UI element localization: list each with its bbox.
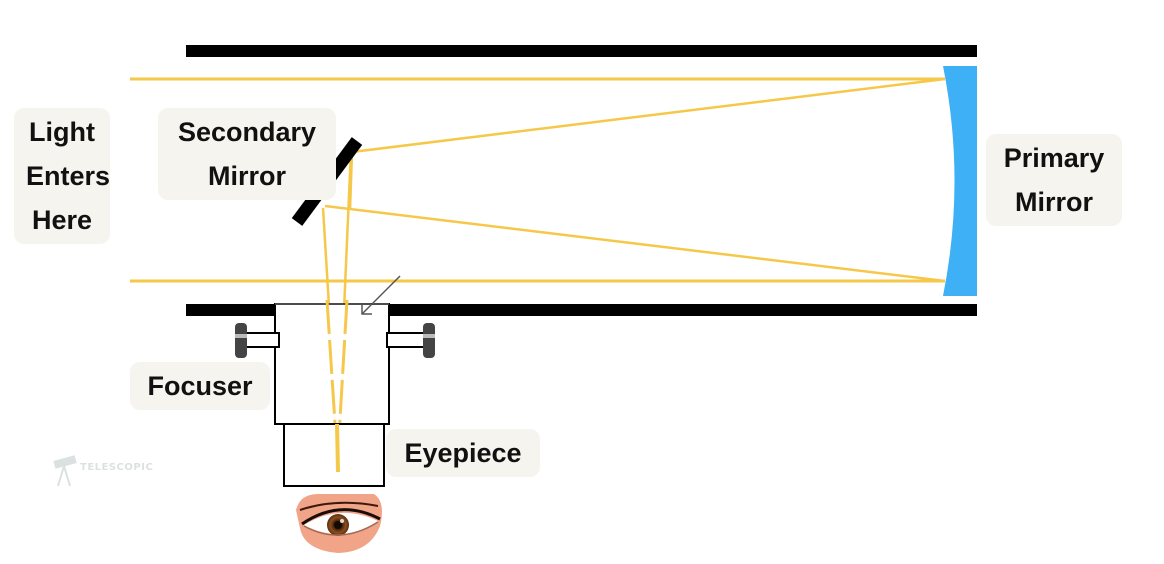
primary-mirror — [943, 66, 977, 296]
label-primary-mirror: Primary Mirror — [986, 134, 1122, 226]
reflected-light-rays — [324, 77, 946, 283]
eye-icon — [296, 494, 382, 553]
label-secondary-mirror: Secondary Mirror — [158, 108, 336, 200]
focuser-knob-right — [386, 323, 435, 358]
label-eyepiece: Eyepiece — [386, 429, 540, 477]
eyepiece — [283, 423, 385, 487]
pointer-arrow — [361, 275, 401, 315]
tube-top-wall — [186, 45, 977, 57]
label-light-enters-here: Light Enters Here — [14, 108, 110, 244]
label-focuser: Focuser — [130, 362, 270, 410]
focuser-knob-left — [235, 323, 280, 358]
incoming-light-rays — [130, 76, 945, 284]
watermark-logo: TELESCOPIC — [52, 452, 172, 492]
telescope-logo-icon — [53, 455, 77, 487]
watermark-text: TELESCOPIC — [80, 462, 154, 473]
